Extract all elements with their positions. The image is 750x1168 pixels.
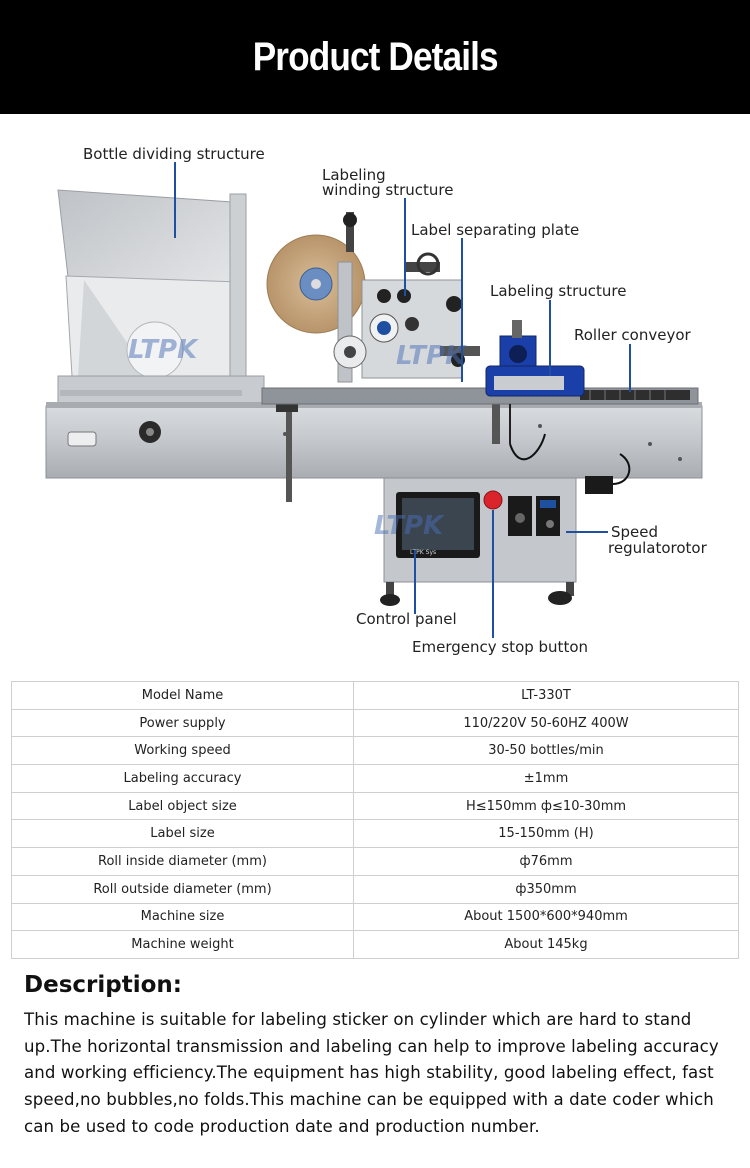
spec-value: ф350mm [353,874,739,904]
spec-value: About 1500*600*940mm [353,902,739,932]
spec-label: Power supply [11,708,354,738]
table-row: Labeling accuracy±1mm [11,764,739,793]
callout-control-panel: Control panel [356,610,457,628]
roller-conveyor [261,387,699,405]
watermark-2: LTPK [396,341,467,371]
control-cabinet [380,453,631,606]
callout-speed-line1: Speed [611,523,659,541]
page-title: Product Details [252,34,499,79]
callout-winding-line2: winding structure [322,181,454,199]
callout-lines [174,162,631,638]
spec-value: ±1mm [353,764,739,793]
spec-value: ф76mm [353,847,739,876]
spec-value: 15-150mm (H) [353,819,739,849]
spec-value: About 145kg [353,930,739,959]
table-row: Roll outside diameter (mm)ф350mm [11,874,739,904]
spec-value: 30-50 bottles/min [353,736,739,766]
watermark-1: LTPK [128,335,199,365]
callout-speed-line2: regulatorotor [608,539,707,557]
callout-winding-line1: Labeling [322,166,386,184]
callout-separating-plate: Label separating plate [411,221,580,239]
main-body [45,400,703,502]
callout-roller-conveyor: Roller conveyor [574,326,691,344]
machine-figure: LTPK LTPK LTPK LTPK Sys Bottle dividing … [0,114,750,670]
spec-label: Labeling accuracy [11,764,354,793]
spec-value: H≤150mm ф≤10-30mm [353,791,739,821]
header-banner: Product Details [0,0,750,114]
spec-label: Label size [11,819,354,849]
labeling-machine-illustration: LTPK LTPK LTPK LTPK Sys [45,162,703,638]
table-row: Roll inside diameter (mm)ф76mm [11,847,739,876]
spec-label: Roll inside diameter (mm) [11,847,354,876]
callout-labeling-structure: Labeling structure [490,282,627,300]
callout-bottle-dividing: Bottle dividing structure [83,145,265,163]
spec-label: Machine weight [11,930,354,959]
labeling-head [485,320,585,461]
spec-label: Roll outside diameter (mm) [11,874,354,904]
description-title: Description: [24,972,182,998]
description-body: This machine is suitable for labeling st… [24,1010,719,1136]
spec-label: Machine size [11,902,354,932]
label-winding-structure [266,212,480,383]
spec-label: Label object size [11,791,354,821]
callout-emergency-stop: Emergency stop button [412,638,589,656]
watermark-3: LTPK [374,511,445,541]
spec-value: 110/220V 50-60HZ 400W [353,708,739,738]
spec-value: LT-330T [353,681,739,710]
spec-label: Model Name [11,681,354,710]
hopper [57,189,265,407]
touchscreen-caption: LTPK Sys [410,549,436,556]
spec-label: Working speed [11,736,354,766]
